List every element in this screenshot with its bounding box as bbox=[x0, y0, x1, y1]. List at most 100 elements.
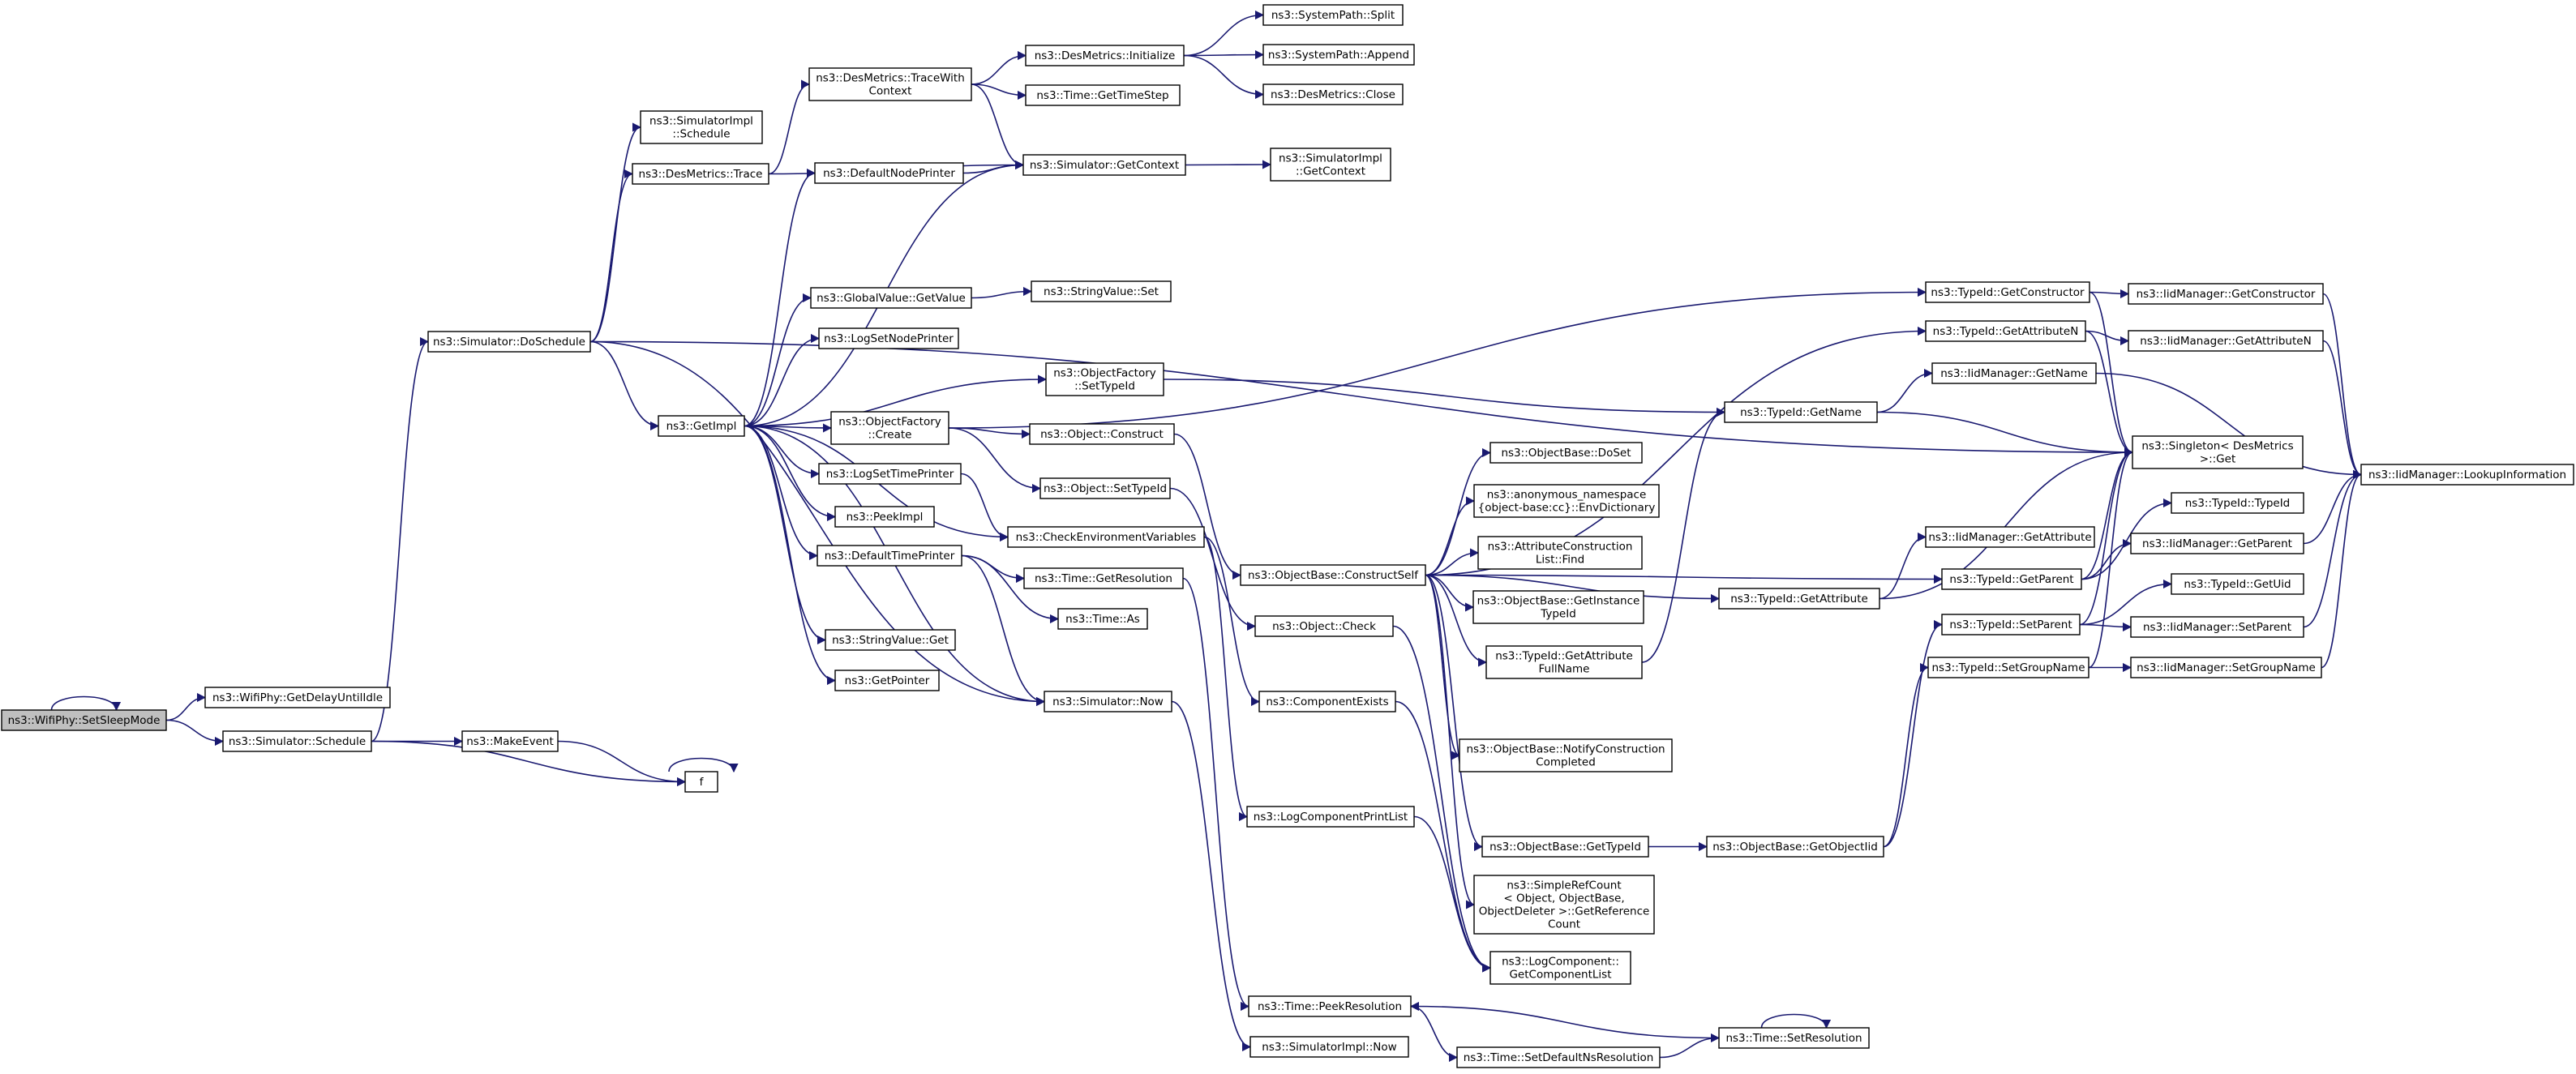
node-iid-get-name[interactable]: ns3::IidManager::GetName bbox=[1931, 362, 2097, 384]
node-make-event[interactable]: ns3::MakeEvent bbox=[461, 730, 559, 752]
call-edge bbox=[2079, 579, 2173, 626]
node-simple-ref-count[interactable]: ns3::SimpleRefCount< Object, ObjectBase,… bbox=[1473, 875, 1655, 935]
node-sim-impl-now[interactable]: ns3::SimulatorImpl::Now bbox=[1249, 1036, 1409, 1058]
node-component-exists[interactable]: ns3::ComponentExists bbox=[1258, 691, 1396, 712]
node-time-set-resolution[interactable]: ns3::Time::SetResolution bbox=[1718, 1027, 1870, 1049]
call-edge bbox=[971, 83, 1025, 170]
node-check-env-vars[interactable]: ns3::CheckEnvironmentVariables bbox=[1007, 526, 1205, 548]
node-box bbox=[1262, 44, 1415, 66]
call-edge bbox=[962, 160, 1025, 174]
node-log-component-print-list[interactable]: ns3::LogComponentPrintList bbox=[1246, 806, 1415, 828]
node-string-value-set[interactable]: ns3::StringValue::Set bbox=[1031, 280, 1172, 302]
node-tid-get-uid[interactable]: ns3::TypeId::GetUid bbox=[2171, 573, 2304, 595]
node-get-pointer[interactable]: ns3::GetPointer bbox=[834, 670, 940, 691]
node-do-schedule[interactable]: ns3::Simulator::DoSchedule bbox=[427, 331, 591, 353]
node-label: Completed bbox=[1536, 756, 1596, 769]
node-time-peek-resolution[interactable]: ns3::Time::PeekResolution bbox=[1248, 995, 1412, 1017]
node-iid-lookup-information[interactable]: ns3::IidManager::LookupInformation bbox=[2360, 464, 2574, 486]
node-box bbox=[1925, 320, 2086, 342]
node-set-default-ns-res[interactable]: ns3::Time::SetDefaultNsResolution bbox=[1456, 1046, 1661, 1068]
node-label: ns3::DesMetrics::Trace bbox=[639, 168, 763, 181]
node-get-impl[interactable]: ns3::GetImpl bbox=[658, 415, 745, 437]
call-edge bbox=[165, 692, 207, 721]
node-des-close[interactable]: ns3::DesMetrics::Close bbox=[1262, 83, 1404, 105]
node-tid-set-parent[interactable]: ns3::TypeId::SetParent bbox=[1941, 614, 2081, 635]
node-log-set-time-printer[interactable]: ns3::LogSetTimePrinter bbox=[818, 463, 962, 485]
node-label: ns3::SimulatorImpl bbox=[649, 115, 753, 128]
node-f[interactable]: f bbox=[684, 771, 718, 793]
node-obj-factory-set-type-id[interactable]: ns3::ObjectFactory::SetTypeId bbox=[1045, 362, 1164, 396]
node-sim-impl-schedule[interactable]: ns3::SimulatorImpl::Schedule bbox=[640, 110, 763, 144]
node-iid-set-group-name[interactable]: ns3::IidManager::SetGroupName bbox=[2130, 657, 2322, 678]
node-tid-set-group-name[interactable]: ns3::TypeId::SetGroupName bbox=[1927, 657, 2090, 678]
call-edge bbox=[1879, 447, 2134, 600]
call-edge bbox=[1425, 574, 1461, 760]
node-iid-set-parent[interactable]: ns3::IidManager::SetParent bbox=[2130, 616, 2304, 638]
node-default-time-printer[interactable]: ns3::DefaultTimePrinter bbox=[817, 545, 962, 567]
call-edge bbox=[1883, 662, 1930, 848]
node-get-time-step[interactable]: ns3::Time::GetTimeStep bbox=[1025, 84, 1181, 106]
call-edge bbox=[768, 79, 811, 175]
node-tid-get-attribute[interactable]: ns3::TypeId::GetAttribute bbox=[1718, 588, 1880, 610]
node-time-as[interactable]: ns3::Time::As bbox=[1057, 608, 1148, 630]
node-obj-check[interactable]: ns3::Object::Check bbox=[1254, 615, 1394, 637]
node-log-component-get-list[interactable]: ns3::LogComponent::GetComponentList bbox=[1489, 951, 1631, 985]
node-ob-notify-construction-completed[interactable]: ns3::ObjectBase::NotifyConstructionCompl… bbox=[1459, 738, 1673, 772]
node-env-dictionary[interactable]: ns3::anonymous_namespace{object-base:cc}… bbox=[1473, 484, 1660, 518]
node-label: ns3::StringValue::Set bbox=[1044, 285, 1159, 298]
node-construct-self[interactable]: ns3::ObjectBase::ConstructSelf bbox=[1240, 564, 1426, 586]
node-box bbox=[834, 670, 940, 691]
node-log-set-node-printer[interactable]: ns3::LogSetNodePrinter bbox=[818, 327, 959, 349]
node-tid-get-parent[interactable]: ns3::TypeId::GetParent bbox=[1941, 568, 2082, 590]
node-obj-construct[interactable]: ns3::Object::Construct bbox=[1029, 423, 1175, 445]
node-des-init[interactable]: ns3::DesMetrics::Initialize bbox=[1025, 45, 1185, 66]
node-ob-do-set[interactable]: ns3::ObjectBase::DoSet bbox=[1489, 442, 1643, 464]
node-string-value-get[interactable]: ns3::StringValue::Get bbox=[825, 629, 956, 651]
call-edge bbox=[1171, 700, 1252, 1052]
node-box bbox=[1489, 442, 1643, 464]
node-ob-get-object-iid[interactable]: ns3::ObjectBase::GetObjectIid bbox=[1706, 836, 1884, 858]
node-tid-get-attribute-n[interactable]: ns3::TypeId::GetAttributeN bbox=[1925, 320, 2086, 342]
node-tid-get-name[interactable]: ns3::TypeId::GetName bbox=[1724, 401, 1878, 423]
node-get-delay-until-idle[interactable]: ns3::WifiPhy::GetDelayUntilIdle bbox=[204, 687, 391, 708]
node-label: ns3::TypeId::GetParent bbox=[1949, 573, 2073, 586]
node-iid-get-attribute-n[interactable]: ns3::IidManager::GetAttributeN bbox=[2128, 330, 2324, 352]
node-default-node-printer[interactable]: ns3::DefaultNodePrinter bbox=[814, 162, 964, 184]
node-obj-set-type-id[interactable]: ns3::Object::SetTypeId bbox=[1039, 477, 1171, 499]
node-box bbox=[2130, 657, 2322, 678]
node-ob-get-type-id[interactable]: ns3::ObjectBase::GetTypeId bbox=[1481, 836, 1649, 858]
node-label: ns3::Time::GetResolution bbox=[1035, 572, 1172, 585]
node-des-trace[interactable]: ns3::DesMetrics::Trace bbox=[632, 163, 769, 185]
node-tid-type-id[interactable]: ns3::TypeId::TypeId bbox=[2171, 492, 2304, 514]
node-time-get-resolution[interactable]: ns3::Time::GetResolution bbox=[1023, 567, 1184, 589]
node-global-get-value[interactable]: ns3::GlobalValue::GetValue bbox=[810, 287, 972, 309]
node-singleton-get[interactable]: ns3::Singleton< DesMetrics>::Get bbox=[2132, 435, 2304, 469]
node-sys-split[interactable]: ns3::SystemPath::Split bbox=[1262, 4, 1404, 26]
node-iid-get-parent[interactable]: ns3::IidManager::GetParent bbox=[2130, 533, 2304, 554]
node-sim-schedule[interactable]: ns3::Simulator::Schedule bbox=[222, 730, 372, 752]
node-sim-get-context[interactable]: ns3::Simulator::GetContext bbox=[1022, 154, 1186, 176]
node-label: FullName bbox=[1539, 663, 1590, 676]
node-iid-get-constructor[interactable]: ns3::IidManager::GetConstructor bbox=[2128, 283, 2324, 305]
node-tid-get-constructor[interactable]: ns3::TypeId::GetConstructor bbox=[1925, 281, 2090, 303]
call-edge bbox=[744, 425, 827, 645]
call-edge bbox=[971, 286, 1033, 299]
node-sim-impl-get-context[interactable]: ns3::SimulatorImpl::GetContext bbox=[1270, 148, 1391, 182]
node-peek-impl[interactable]: ns3::PeekImpl bbox=[834, 506, 935, 528]
node-label: ns3::MakeEvent bbox=[466, 735, 554, 748]
node-set-sleep-mode[interactable]: ns3::WifiPhy::SetSleepMode bbox=[1, 709, 167, 731]
node-sys-append[interactable]: ns3::SystemPath::Append bbox=[1262, 44, 1415, 66]
node-label: ns3::TypeId::SetParent bbox=[1949, 618, 2072, 631]
call-edge bbox=[2322, 293, 2363, 480]
call-edge bbox=[1173, 433, 1242, 580]
node-box bbox=[461, 730, 559, 752]
node-obj-factory-create[interactable]: ns3::ObjectFactory::Create bbox=[830, 411, 949, 445]
node-label: ns3::ObjectBase::GetTypeId bbox=[1489, 841, 1641, 854]
node-iid-get-attribute[interactable]: ns3::IidManager::GetAttribute bbox=[1925, 526, 2095, 548]
node-sim-now[interactable]: ns3::Simulator::Now bbox=[1044, 691, 1172, 712]
call-edge bbox=[1659, 1033, 1721, 1059]
